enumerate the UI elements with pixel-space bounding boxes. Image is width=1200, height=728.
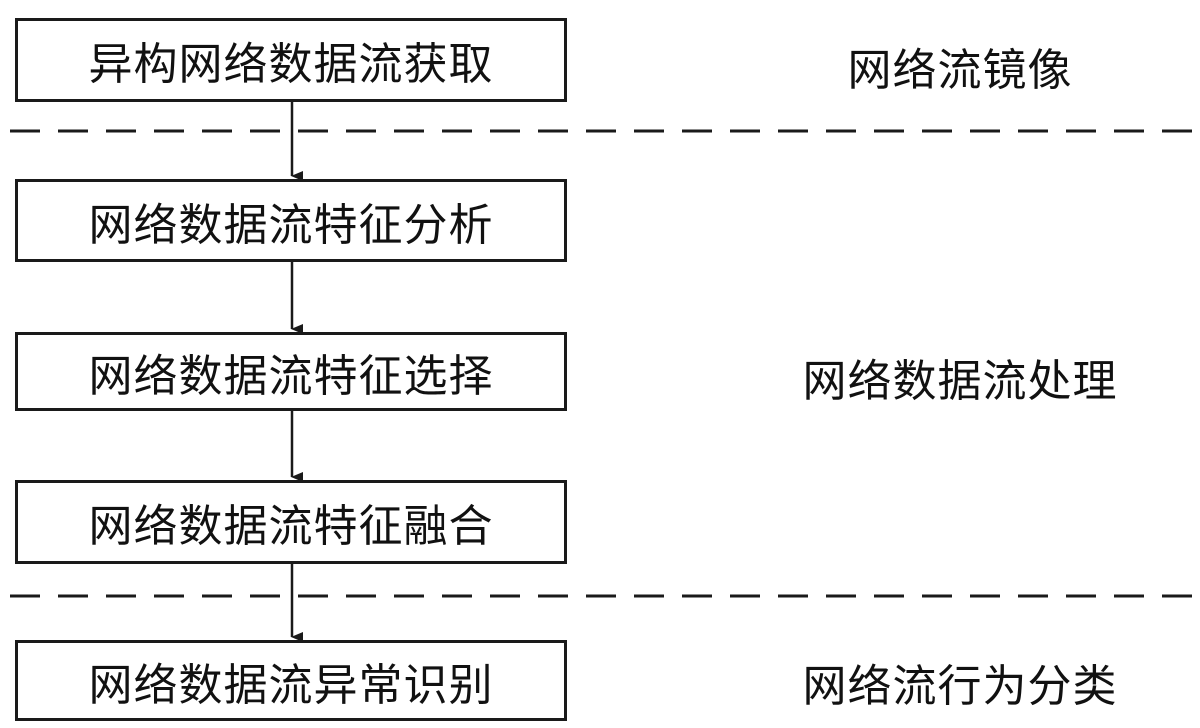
stage-label-mirroring: 网络流镜像 bbox=[847, 45, 1073, 96]
step-flow-feature-fusion: 网络数据流特征融合 bbox=[15, 480, 567, 564]
step-flow-anomaly-identification: 网络数据流异常识别 bbox=[15, 640, 567, 721]
step-heterogeneous-flow-acquisition: 异构网络数据流获取 bbox=[15, 18, 567, 102]
step-label: 网络数据流特征融合 bbox=[88, 501, 494, 552]
step-label: 异构网络数据流获取 bbox=[88, 39, 494, 90]
step-label: 网络数据流异常识别 bbox=[88, 659, 494, 711]
step-flow-feature-selection: 网络数据流特征选择 bbox=[15, 332, 567, 411]
step-label: 网络数据流特征分析 bbox=[88, 199, 494, 251]
step-label: 网络数据流特征选择 bbox=[88, 350, 494, 402]
stage-label-processing: 网络数据流处理 bbox=[802, 356, 1118, 407]
step-flow-feature-analysis: 网络数据流特征分析 bbox=[15, 179, 567, 262]
stage-label-classification: 网络流行为分类 bbox=[802, 661, 1118, 712]
